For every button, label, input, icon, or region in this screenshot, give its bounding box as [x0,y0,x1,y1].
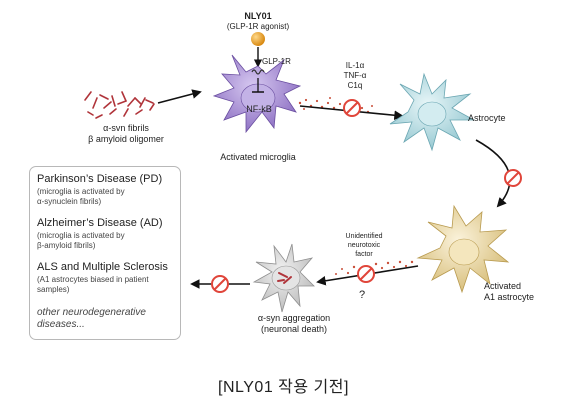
agonist-subtitle: (GLP-1R agonist) [226,22,290,31]
block-icon [211,275,229,293]
block-icon [357,265,375,283]
question-mark: ? [358,289,366,301]
a1-label-line1: Activated [484,281,522,291]
nfkb-label: NF-kB [246,104,272,114]
stimulus-line2: β amyloid oligomer [88,134,164,144]
arrow-to-microglia [157,89,202,104]
a1-astrocyte-cell-icon [416,204,510,294]
receptor-icon [251,69,265,75]
a1-label-line2: A1 astrocyte [484,292,535,302]
disease-title-ad: Alzheimer’s Disease (AD) [37,217,163,229]
agonist-name: NLY01 [244,11,272,21]
disease-title-als: ALS and Multiple Sclerosis [37,261,168,273]
disease-sub-als: (A1 astrocytes biased in patient samples… [37,275,149,294]
neuron-label-line1: α-syn aggregation [257,313,331,323]
cytokine-2: TNF-α [343,71,367,80]
cytokine-3: C1q [347,81,363,90]
astrocyte-cell-icon [389,72,475,152]
microglia-label: Activated microglia [220,152,296,162]
cytokine-dots [298,97,373,114]
neurotoxic-line3: factor [355,251,373,258]
figure-caption: [NLY01 작용 기전] [218,379,349,396]
neuron-label-line2: (neuronal death) [260,324,328,334]
neurotoxic-line2: neurotoxic [347,242,381,249]
block-icon [343,99,361,117]
neuron-cell-icon [252,243,315,313]
nly01-molecule-icon [251,32,265,46]
disease-infobox: Parkinson’s Disease (PD) (microglia is a… [29,166,181,340]
fibrils-icon [84,91,155,119]
microglia-cell-icon [212,54,302,134]
receptor-label: GLP-1R [262,57,291,66]
disease-title-pd: Parkinson’s Disease (PD) [37,173,163,185]
neurotoxic-line1: Unidentified [345,233,383,240]
cytokine-1: IL-1α [345,61,365,70]
stimulus-line1: α-svn fibrils [103,123,149,133]
astrocyte-label: Astrocyte [468,113,506,123]
disease-sub-pd: (microglia is activated by α-synuclein f… [37,187,125,206]
block-icon [504,169,522,187]
arrow-to-a1-astrocyte [475,139,511,208]
disease-sub-ad: (microglia is activated by β-amyloid fib… [37,231,125,250]
disease-other: other neurodegenerative diseases... [37,307,146,330]
